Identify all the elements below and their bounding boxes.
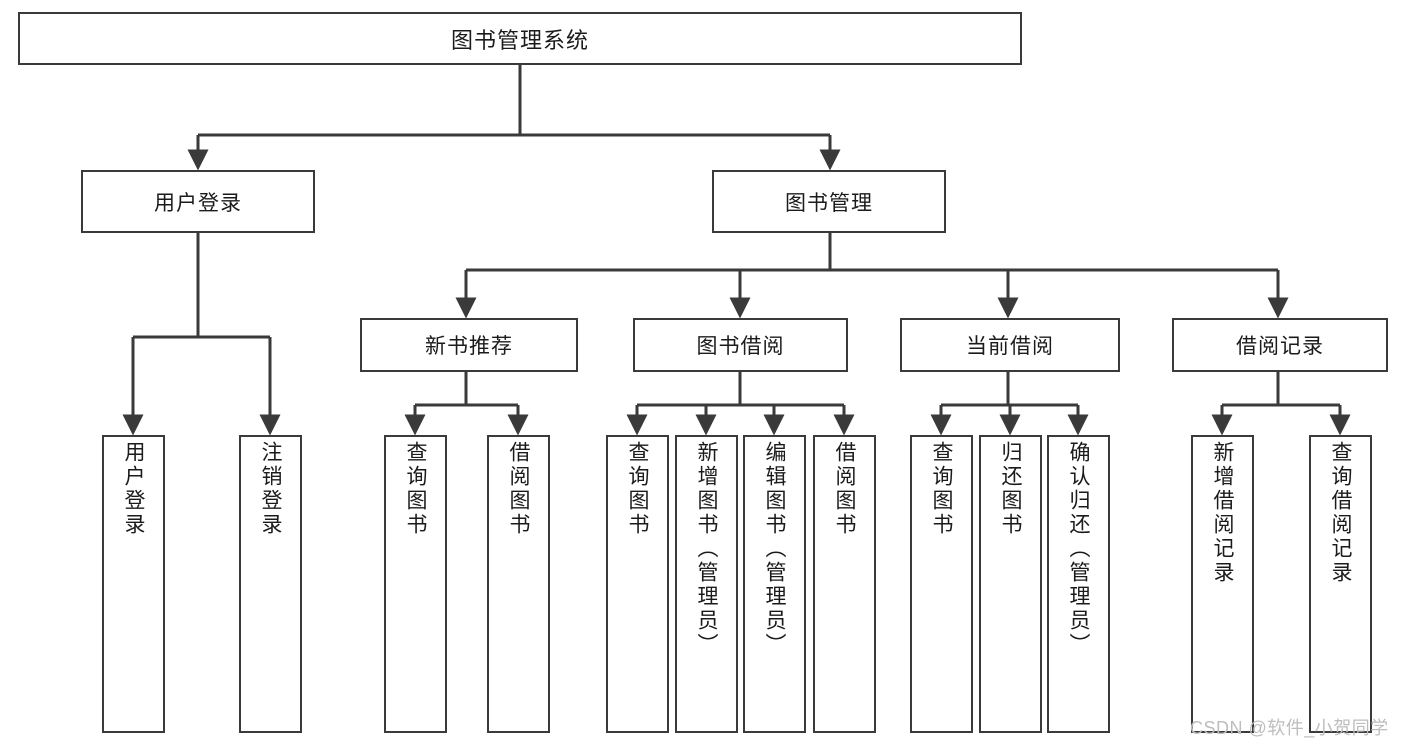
node-root-system[interactable]: 图书管理系统	[18, 12, 1022, 65]
node-label: 查询图书	[404, 441, 427, 537]
leaf-edit-book-admin[interactable]: 编辑图书（管理员）	[743, 435, 806, 733]
node-book-borrow[interactable]: 图书借阅	[633, 318, 848, 372]
node-label: 图书借阅	[696, 335, 785, 358]
leaf-query-book-borrow[interactable]: 查询图书	[606, 435, 669, 733]
node-label: 确认归还（管理员）	[1067, 441, 1090, 657]
leaf-borrow-book[interactable]: 借阅图书	[813, 435, 876, 733]
leaf-query-book-current[interactable]: 查询图书	[910, 435, 973, 733]
leaf-logout[interactable]: 注销登录	[239, 435, 302, 733]
node-label: 图书管理系统	[450, 27, 589, 53]
node-current-borrow[interactable]: 当前借阅	[900, 318, 1120, 372]
leaf-confirm-return-admin[interactable]: 确认归还（管理员）	[1047, 435, 1110, 733]
node-user-login[interactable]: 用户登录	[81, 170, 315, 233]
leaf-add-borrow-record[interactable]: 新增借阅记录	[1191, 435, 1254, 733]
node-label: 新增图书（管理员）	[695, 441, 718, 657]
node-label: 查询图书	[930, 441, 953, 537]
node-label: 新增借阅记录	[1211, 441, 1234, 585]
node-label: 用户登录	[122, 441, 145, 537]
node-label: 查询图书	[626, 441, 649, 537]
node-borrow-record[interactable]: 借阅记录	[1172, 318, 1388, 372]
node-label: 归还图书	[999, 441, 1022, 537]
node-label: 注销登录	[259, 441, 282, 537]
watermark-csdn: CSDN @软件_小贺同学	[1190, 718, 1389, 738]
node-label: 当前借阅	[966, 335, 1054, 358]
node-label: 图书管理	[785, 191, 873, 215]
node-label: 编辑图书（管理员）	[763, 441, 786, 657]
node-label: 新书推荐	[425, 335, 513, 358]
leaf-borrow-book-recommend[interactable]: 借阅图书	[487, 435, 550, 733]
leaf-query-book-recommend[interactable]: 查询图书	[384, 435, 447, 733]
node-label: 借阅图书	[507, 441, 530, 537]
leaf-add-book-admin[interactable]: 新增图书（管理员）	[675, 435, 738, 733]
leaf-user-login[interactable]: 用户登录	[102, 435, 165, 733]
node-new-book-recommend[interactable]: 新书推荐	[360, 318, 578, 372]
leaf-return-book[interactable]: 归还图书	[979, 435, 1042, 733]
node-label: 借阅记录	[1236, 335, 1324, 358]
leaf-query-borrow-record[interactable]: 查询借阅记录	[1309, 435, 1372, 733]
node-label: 查询借阅记录	[1329, 441, 1352, 585]
node-label: 借阅图书	[833, 441, 856, 537]
node-label: 用户登录	[154, 191, 242, 215]
node-book-management[interactable]: 图书管理	[712, 170, 946, 233]
